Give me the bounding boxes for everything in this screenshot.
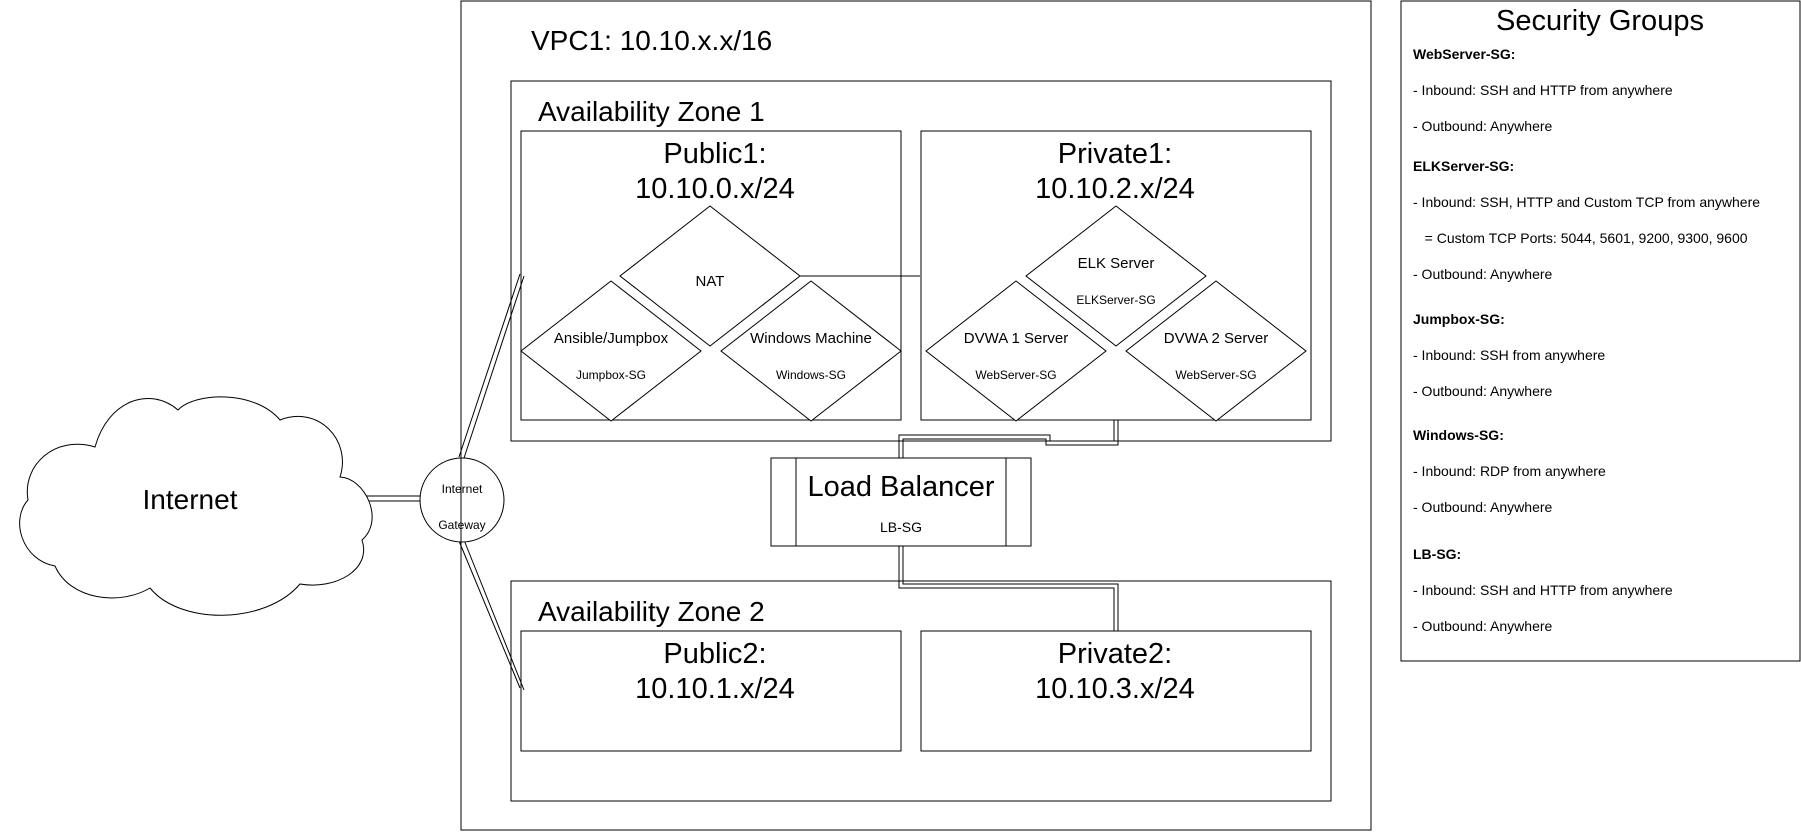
security-group-rule: - Inbound: SSH from anywhere xyxy=(1413,347,1605,363)
cloud-icon xyxy=(19,396,373,616)
public2-subnet: Public2: 10.10.1.x/24 xyxy=(520,630,902,752)
public1-cidr: 10.10.0.x/24 xyxy=(635,173,795,205)
windows-sg: Windows-SG xyxy=(776,368,846,382)
public1-subnet: Public1: 10.10.0.x/24 xyxy=(520,130,902,421)
windows-node: Windows Machine Windows-SG xyxy=(720,280,902,422)
security-groups-panel: Security Groups WebServer-SG: - Inbound: … xyxy=(1400,0,1801,662)
dvwa1-label: DVWA 1 Server xyxy=(964,330,1068,347)
security-group-heading: ELKServer-SG: xyxy=(1413,158,1514,174)
security-groups-title: Security Groups xyxy=(1496,5,1704,37)
load-balancer-label: Load Balancer xyxy=(807,471,994,503)
gateway-label-line2: Gateway xyxy=(438,518,485,532)
jumpbox-node: Ansible/Jumpbox Jumpbox-SG xyxy=(520,280,702,422)
az2-title: Availability Zone 2 xyxy=(538,596,765,627)
dvwa2-sg: WebServer-SG xyxy=(1175,368,1256,382)
security-group-rule: - Inbound: SSH and HTTP from anywhere xyxy=(1413,582,1673,598)
security-group-rule: - Inbound: RDP from anywhere xyxy=(1413,463,1606,479)
public2-cidr: 10.10.1.x/24 xyxy=(635,673,795,705)
elk-sg: ELKServer-SG xyxy=(1076,293,1155,307)
nat-node: NAT xyxy=(619,205,801,347)
elk-node: ELK Server ELKServer-SG xyxy=(1025,205,1207,347)
nat-label: NAT xyxy=(696,273,725,290)
dvwa2-label: DVWA 2 Server xyxy=(1164,330,1268,347)
security-group-heading: Jumpbox-SG: xyxy=(1413,311,1505,327)
jumpbox-sg: Jumpbox-SG xyxy=(576,368,646,382)
security-group-rule: - Outbound: Anywhere xyxy=(1413,383,1553,399)
security-group-rule: - Outbound: Anywhere xyxy=(1413,118,1553,134)
security-group-rule: = Custom TCP Ports: 5044, 5601, 9200, 93… xyxy=(1413,230,1748,246)
load-balancer: Load Balancer LB-SG xyxy=(770,457,1032,547)
security-group-heading: WebServer-SG: xyxy=(1413,46,1515,62)
vpc-container: VPC1: 10.10.x.x/16 xyxy=(460,0,1372,831)
gateway-label-line1: Internet xyxy=(442,482,483,496)
az1-title: Availability Zone 1 xyxy=(538,96,765,127)
load-balancer-sg: LB-SG xyxy=(880,519,922,535)
security-group-heading: LB-SG: xyxy=(1413,546,1461,562)
availability-zone-1: Availability Zone 1 Public1: 10.10.0.x/2… xyxy=(510,80,1332,442)
private2-subnet: Private2: 10.10.3.x/24 xyxy=(920,630,1312,752)
windows-label: Windows Machine xyxy=(750,330,872,347)
dvwa1-node: DVWA 1 Server WebServer-SG xyxy=(925,280,1107,422)
private2-name: Private2: xyxy=(1058,638,1172,670)
public2-name: Public2: xyxy=(663,638,766,670)
security-group-rule: - Inbound: SSH, HTTP and Custom TCP from… xyxy=(1413,194,1760,210)
security-group-rule: - Inbound: SSH and HTTP from anywhere xyxy=(1413,82,1673,98)
public1-name: Public1: xyxy=(663,138,766,170)
private1-cidr: 10.10.2.x/24 xyxy=(1035,173,1195,205)
security-group-rule: - Outbound: Anywhere xyxy=(1413,499,1553,515)
internet-label: Internet xyxy=(143,484,238,515)
security-group-rule: - Outbound: Anywhere xyxy=(1413,266,1553,282)
internet-cloud: Internet xyxy=(19,396,373,616)
gateway-public1-link xyxy=(458,273,525,459)
availability-zone-2: Availability Zone 2 Public2: 10.10.1.x/2… xyxy=(510,580,1332,802)
elk-label: ELK Server xyxy=(1078,255,1155,272)
security-group-heading: Windows-SG: xyxy=(1413,427,1504,443)
security-group-rule: - Outbound: Anywhere xyxy=(1413,618,1553,634)
lb-private1-link xyxy=(898,420,1119,458)
vpc-title: VPC1: 10.10.x.x/16 xyxy=(531,25,772,56)
jumpbox-label: Ansible/Jumpbox xyxy=(554,330,669,347)
security-groups-lines: WebServer-SG: - Inbound: SSH and HTTP fro… xyxy=(1413,46,1760,634)
internet-gateway: Internet Gateway xyxy=(419,457,505,543)
dvwa2-node: DVWA 2 Server WebServer-SG xyxy=(1125,280,1307,422)
gateway-public2-link xyxy=(458,539,525,691)
lb-private2-link xyxy=(898,546,1119,631)
private1-name: Private1: xyxy=(1058,138,1172,170)
dvwa1-sg: WebServer-SG xyxy=(975,368,1056,382)
private2-cidr: 10.10.3.x/24 xyxy=(1035,673,1195,705)
private1-subnet: Private1: 10.10.2.x/24 xyxy=(920,130,1312,421)
